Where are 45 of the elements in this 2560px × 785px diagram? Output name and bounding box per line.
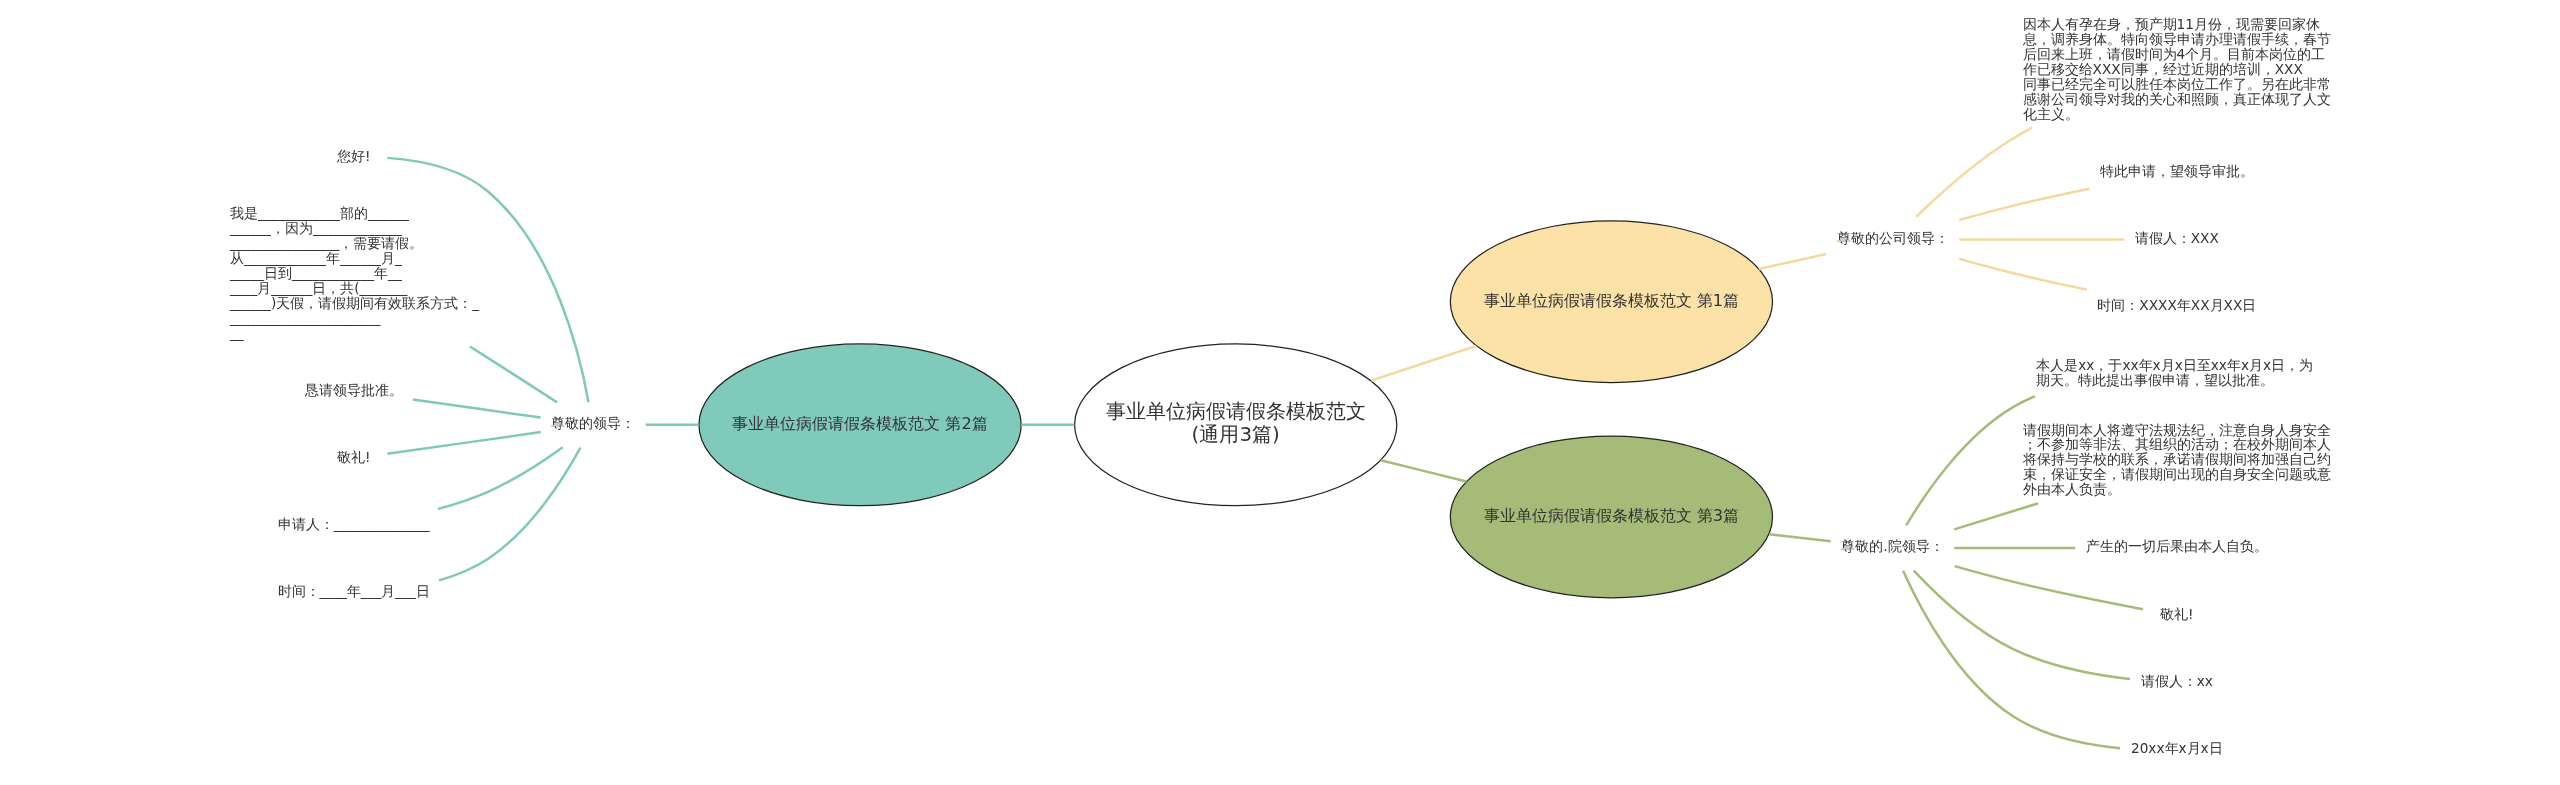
connector <box>1958 257 2087 291</box>
node-ellipse: 事业单位病假请假条模板范文(通用3篇) <box>1073 343 1397 507</box>
connector <box>1953 564 2143 611</box>
connector <box>1768 533 1831 543</box>
node-text: 本人是xx，于xx年x月x日至xx年x月x日，为期天。特此提出事假申请，望以批准。 <box>2035 356 2313 388</box>
connector <box>1758 252 1826 271</box>
node-text: 请假期间本人将遵守法规法纪，注意自身人身安全；不参加等非法、其组织的活动；在校外期间本人将保持与学校的联系，承诺请假期间将加强自己约束，保证安全，请假期间出现的自身安全问题或意外由本人负责。 <box>2022 421 2331 498</box>
connector <box>1958 187 2090 222</box>
node-text: 时间：____年___月___日 <box>277 583 430 600</box>
node-text: 恳请领导批准。 <box>304 381 403 398</box>
connector <box>1904 395 2035 527</box>
connector <box>438 447 582 582</box>
connector <box>1020 423 1074 427</box>
connector <box>468 345 558 404</box>
node-ellipse: 事业单位病假请假条模板范文 第1篇 <box>1449 220 1773 384</box>
connector <box>1912 569 2130 681</box>
node-text: 产生的一切后果由本人自负。 <box>2085 538 2268 555</box>
connector <box>1953 546 2075 550</box>
node-text: 我是____________部的____________，因为_____________________________，需要请假。从____________年______月______日到____________年______月______日，共(_____________)天假，请假期间有效联系方式：_________________________ <box>229 205 479 341</box>
node-ellipse: 事业单位病假请假条模板范文 第3篇 <box>1449 435 1773 599</box>
connector <box>1953 502 2039 531</box>
node-ellipse: 事业单位病假请假条模板范文 第2篇 <box>697 343 1022 507</box>
node-text: 时间：XXXX年XX月XX日 <box>2096 297 2256 314</box>
connector <box>645 423 699 427</box>
connector <box>386 156 590 403</box>
connector <box>1958 238 2124 241</box>
connector <box>412 398 541 419</box>
connector <box>386 430 541 456</box>
connector <box>1370 344 1477 382</box>
connector <box>1914 126 2033 218</box>
node-text: 申请人：______________ <box>277 516 430 533</box>
connector <box>1901 570 2120 750</box>
node-text: 尊敬的公司领导： <box>1836 229 1949 246</box>
node-text: 您好! <box>336 147 370 164</box>
node-text: 特此申请，望领导审批。 <box>2099 162 2254 179</box>
node-text: 尊敬的领导： <box>550 415 635 432</box>
node-text: 请假人：XXX <box>2134 229 2219 246</box>
connector <box>1379 459 1467 483</box>
node-text: 敬礼! <box>2159 605 2194 622</box>
node-text: 敬礼! <box>336 448 370 465</box>
node-text: 因本人有孕在身，预产期11月份，现需要回家休息，调养身体。特向领导申请办理请假手续，春节后回来上班，请假时间为4个月。目前本岗位的工作已移交给XXX同事，经过近期的培训，XXX同事已经完全可以胜任本岗位工作了。另在此非常感谢公司领导对我的关心和照顾，真正体现了人文化主义。 <box>2022 16 2331 122</box>
connector <box>437 446 563 511</box>
node-text: 20xx年x月x日 <box>2130 740 2223 757</box>
node-text: 尊敬的.院领导： <box>1840 538 1944 555</box>
node-text: 请假人：xx <box>2140 672 2213 689</box>
